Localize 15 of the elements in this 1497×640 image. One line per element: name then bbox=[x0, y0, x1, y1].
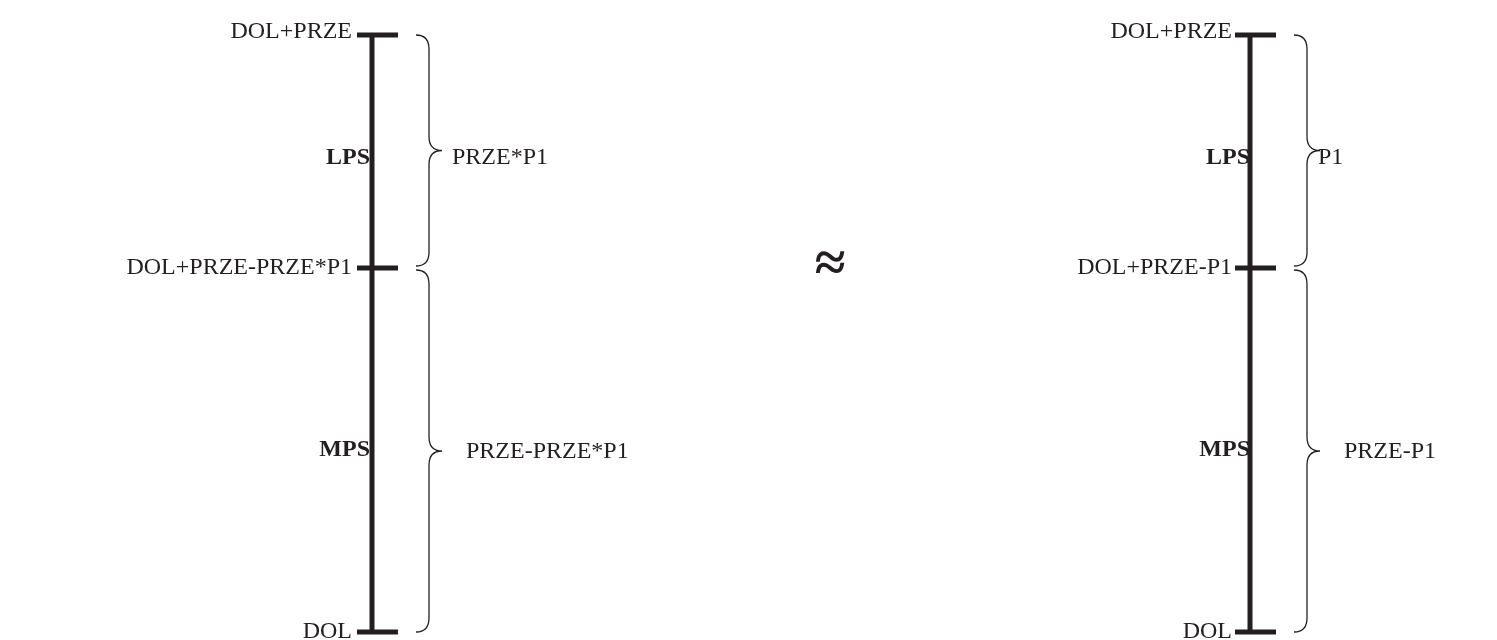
formula-label: PRZE*P1 bbox=[452, 142, 549, 170]
segment-label: LPS bbox=[1206, 142, 1250, 170]
scale-label: DOL bbox=[302, 616, 352, 640]
formula-label: PRZE-PRZE*P1 bbox=[466, 436, 629, 464]
formula-label: P1 bbox=[1318, 142, 1344, 170]
segment-label: MPS bbox=[319, 434, 370, 462]
segment-label: MPS bbox=[1199, 434, 1250, 462]
formula-label: PRZE-P1 bbox=[1344, 436, 1436, 464]
scale-label: DOL+PRZE bbox=[1110, 16, 1232, 44]
scale-label: DOL+PRZE-P1 bbox=[1077, 252, 1232, 280]
scale-label: DOL bbox=[1182, 616, 1232, 640]
segment-label: LPS bbox=[326, 142, 370, 170]
scale-label: DOL+PRZE-PRZE*P1 bbox=[126, 252, 352, 280]
approx-sign: ≈ bbox=[814, 232, 846, 292]
scale-label: DOL+PRZE bbox=[230, 16, 352, 44]
